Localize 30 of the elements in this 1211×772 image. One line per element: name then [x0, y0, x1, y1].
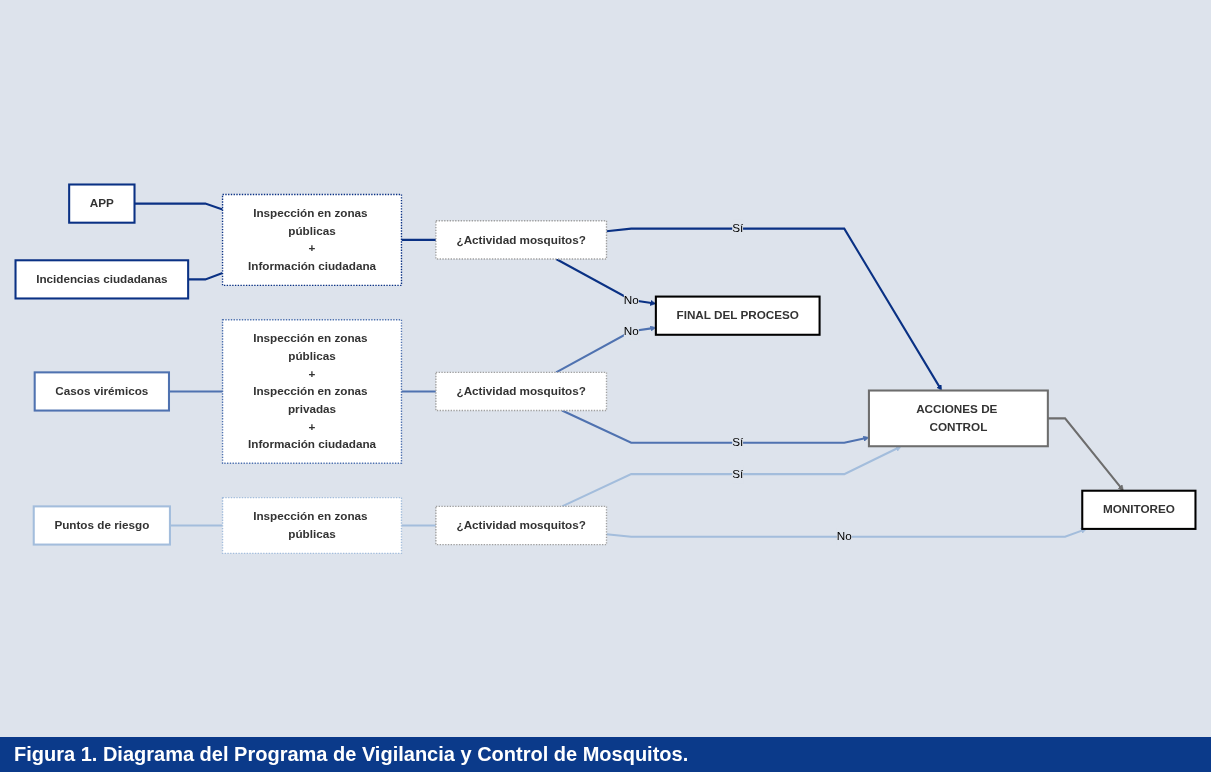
node-box: Inspección en zonas públicas + Inspección en zonas privadas + Información ciudadana — [221, 318, 403, 464]
edge-label: Sí — [732, 466, 744, 481]
arrow — [1047, 416, 1124, 491]
arrow — [606, 227, 942, 391]
connector — [134, 202, 223, 210]
node-box: MONITOREO — [1081, 489, 1197, 530]
node-box: Inspección en zonas públicas + Información ciudadana — [221, 193, 403, 286]
node-box: ACCIONES DE CONTROL — [867, 389, 1049, 447]
node-box: ¿Actividad mosquitos? — [435, 505, 608, 545]
node-box: APP — [68, 183, 136, 224]
edge-label: No — [836, 529, 852, 543]
connector — [401, 238, 436, 241]
figure-caption: Figura 1. Diagrama del Programa de Vigilancia y Control de Mosquitos. — [0, 737, 1211, 772]
edge-label: Sí — [732, 435, 744, 449]
node-box: Puntos de riesgo — [32, 504, 171, 546]
connector — [169, 390, 223, 393]
connector — [169, 524, 223, 527]
connector — [401, 390, 436, 393]
connector — [401, 524, 436, 527]
node-box: Casos virémicos — [33, 370, 170, 412]
node-box: Inspección en zonas públicas — [221, 496, 403, 554]
edge-label: Sí — [732, 221, 744, 235]
edge-label: No — [623, 292, 639, 306]
node-box: Incidencias ciudadanas — [14, 258, 190, 300]
connector — [188, 271, 223, 280]
edge-label: No — [623, 324, 639, 338]
node-box: ¿Actividad mosquitos? — [435, 219, 608, 260]
node-box: ¿Actividad mosquitos? — [435, 371, 608, 411]
node-box: FINAL DEL PROCESO — [654, 295, 821, 336]
arrow — [606, 527, 1087, 538]
